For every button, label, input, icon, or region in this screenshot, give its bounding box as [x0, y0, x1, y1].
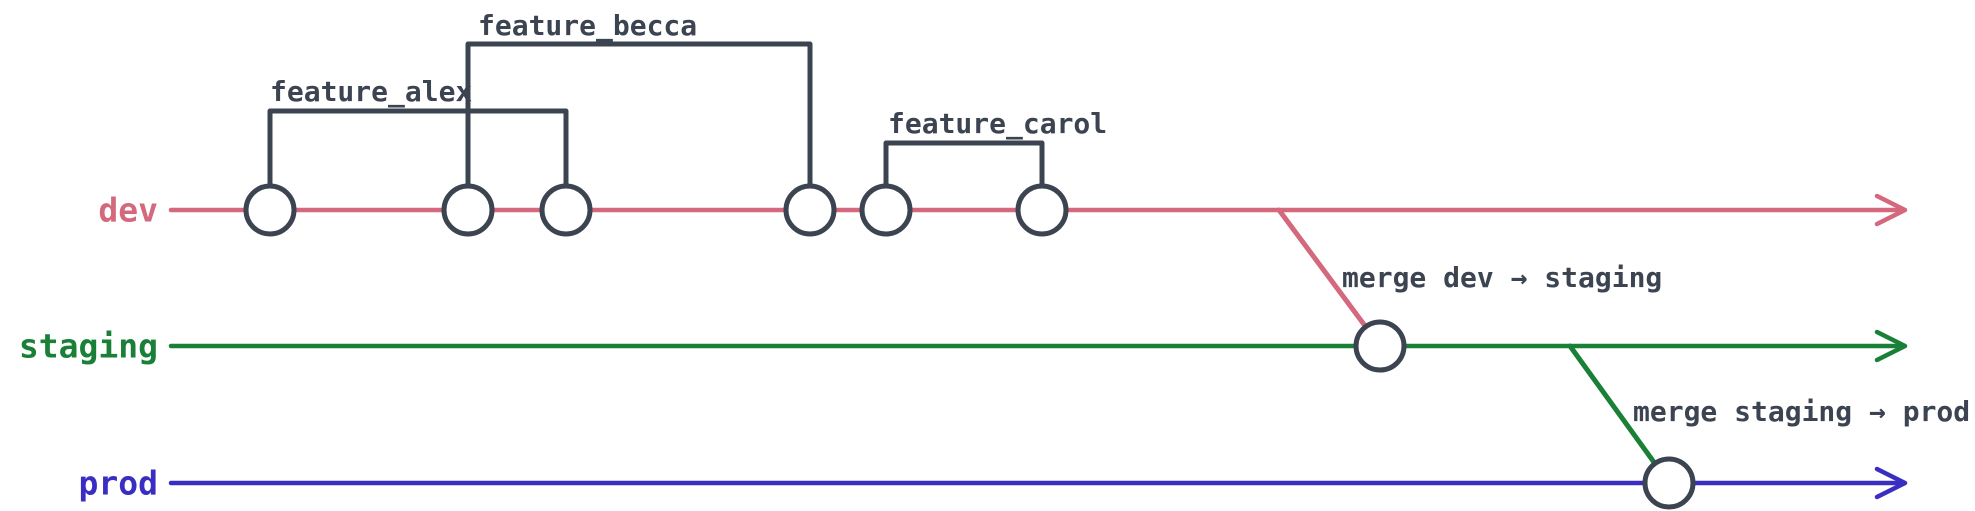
branch-arrowhead-staging: [1874, 329, 1908, 363]
feature-bracket-1: [465, 41, 813, 189]
commit-node-staging-6: [1353, 319, 1407, 373]
merge-line-0: [1276, 207, 1383, 349]
branch-label-prod: prod: [79, 464, 158, 503]
commit-node-dev-1: [441, 183, 495, 237]
commit-node-dev-2: [539, 183, 593, 237]
feature-label-2: feature_carol: [888, 107, 1107, 140]
branch-arrowhead-prod: [1874, 466, 1908, 500]
commit-node-prod-7: [1642, 456, 1696, 510]
commit-node-dev-0: [243, 183, 297, 237]
commit-node-dev-5: [1015, 183, 1069, 237]
feature-label-0: feature_alex: [270, 75, 472, 108]
feature-bracket-2: [883, 140, 1045, 189]
branch-arrowhead-dev: [1874, 193, 1908, 227]
merge-label-1: merge staging → prod: [1633, 395, 1970, 428]
feature-bracket-0: [267, 108, 569, 189]
feature-label-1: feature_becca: [478, 9, 697, 42]
merge-label-0: merge dev → staging: [1342, 261, 1662, 294]
merge-line-1: [1567, 343, 1672, 486]
commit-node-dev-3: [783, 183, 837, 237]
branch-label-staging: staging: [19, 327, 158, 366]
branch-label-dev: dev: [98, 191, 158, 230]
commit-node-dev-4: [859, 183, 913, 237]
